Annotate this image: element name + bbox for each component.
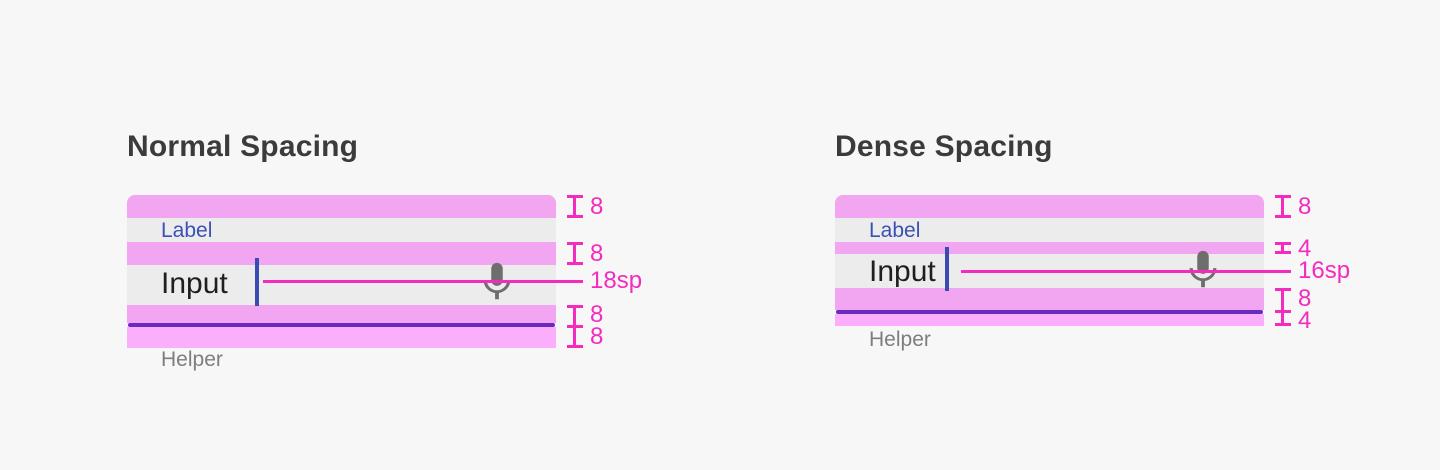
panel-normal-spacing: Normal Spacing Label Input Helper 8 8 (127, 105, 697, 415)
measure-mark-underline-gaps (1275, 288, 1291, 326)
spacing-bar-above-label (127, 195, 556, 218)
measure-value-below-underline: 4 (1298, 306, 1312, 334)
panel-title: Normal Spacing (127, 129, 359, 163)
measure-value-label-to-input: 8 (590, 239, 604, 267)
text-cursor (945, 247, 949, 291)
measure-value-label-to-input: 4 (1298, 234, 1312, 262)
input-text: Input (869, 255, 936, 288)
panel-dense-spacing: Dense Spacing Label Input Helper 8 4 16s… (835, 105, 1405, 415)
text-cursor (255, 258, 259, 306)
field-label: Label (869, 219, 921, 242)
spacing-bar-input-to-underline (127, 305, 556, 323)
field-underline (836, 310, 1263, 314)
helper-text: Helper (161, 348, 223, 371)
measure-mark-underline-gaps (567, 305, 583, 348)
spacing-bar-label-to-input (127, 242, 556, 265)
field-label: Label (161, 219, 213, 242)
helper-text: Helper (869, 328, 931, 351)
panel-title: Dense Spacing (835, 129, 1053, 163)
field-underline (128, 323, 555, 327)
measure-value-input-size: 18sp (590, 266, 643, 294)
measure-value-above-label: 8 (590, 192, 604, 220)
measure-line-input-size (263, 280, 583, 283)
text-field-spacing-diagram: Label Input Helper 8 4 16sp 8 4 (835, 192, 1405, 395)
measure-mark-label-to-input (567, 242, 583, 265)
measure-value-above-label: 8 (1298, 192, 1312, 220)
spacing-bar-below-underline (835, 314, 1264, 326)
spacing-bar-input-to-underline (835, 288, 1264, 310)
measure-value-below-underline: 8 (590, 323, 604, 350)
spacing-bar-below-underline (127, 327, 556, 348)
measure-mark-above-label (1275, 195, 1291, 218)
measure-line-input-size (961, 270, 1291, 273)
measure-value-input-to-underline: 8 (1298, 284, 1312, 312)
spacing-bar-above-label (835, 195, 1264, 218)
measure-value-input-size: 16sp (1298, 256, 1351, 284)
measure-mark-label-to-input (1275, 242, 1291, 254)
text-field-spacing-diagram: Label Input Helper 8 8 18sp 8 8 (127, 192, 697, 395)
measure-value-input-to-underline: 8 (590, 301, 604, 328)
spacing-bar-label-to-input (835, 242, 1264, 254)
input-text: Input (161, 267, 228, 300)
measure-mark-above-label (567, 195, 583, 218)
